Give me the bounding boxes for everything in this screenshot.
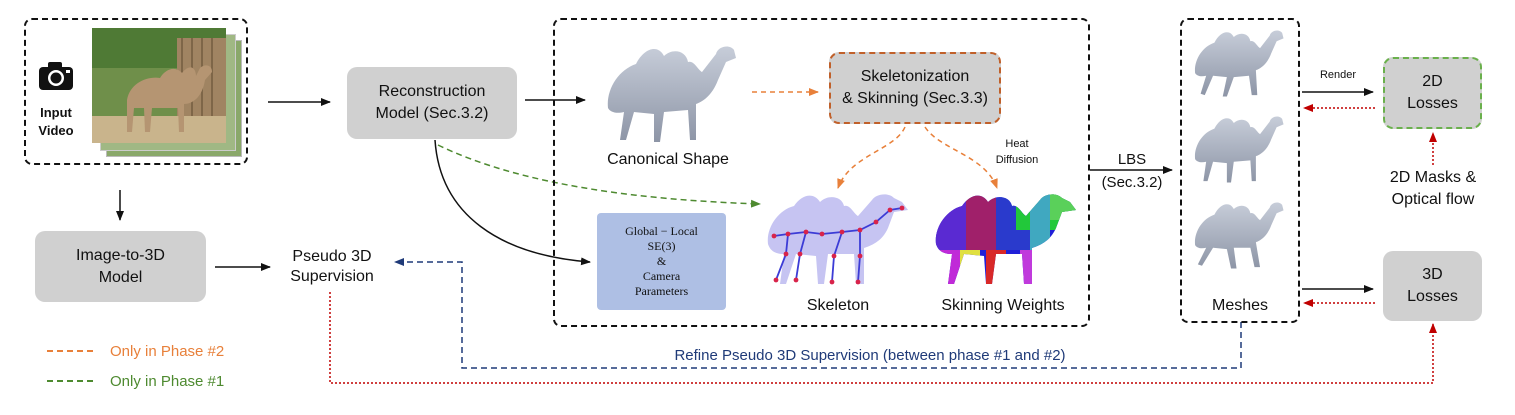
mesh-1	[1194, 30, 1284, 97]
render-label: Render	[1319, 69, 1357, 81]
params-line2: SE(3)	[647, 239, 676, 253]
meshes-box	[1180, 18, 1300, 323]
canonical-shape-mesh	[607, 46, 736, 142]
refine-label: Refine Pseudo 3D Supervision (between ph…	[674, 347, 1066, 364]
input-label-line1: Input	[40, 105, 72, 120]
params-line4: Camera	[642, 269, 681, 283]
meshes-label: Meshes	[1211, 297, 1269, 314]
image-to-3d-line2: Model	[98, 268, 143, 286]
input-label-line2: Video	[38, 123, 74, 138]
params-line5: Parameters	[634, 284, 689, 298]
legend-phase1-label: Only in Phase #1	[110, 373, 225, 390]
skeletonization-box: Skeletonization & Skinning (Sec.3.3)	[829, 52, 1001, 124]
camera-params-box: Global − Local SE(3) & Camera Parameters	[597, 213, 726, 310]
mesh-2	[1194, 116, 1284, 183]
camera-icon	[39, 62, 73, 90]
pseudo-3d-line2: Supervision	[290, 268, 374, 285]
pseudo-3d-line1: Pseudo 3D	[292, 248, 372, 265]
mesh-3	[1194, 202, 1284, 269]
losses-3d-line2: Losses	[1407, 288, 1458, 305]
params-line1: Global − Local	[625, 224, 698, 238]
losses-3d-line1: 3D	[1422, 266, 1443, 283]
lbs-line1: LBS	[1117, 151, 1147, 168]
reconstruction-line2: Model (Sec.3.2)	[375, 105, 489, 122]
heat-diffusion-line2: Diffusion	[995, 154, 1039, 166]
image-to-3d-model-box: Image-to-3D Model	[35, 231, 206, 302]
arrow-skeletonization-to-skeleton	[837, 126, 906, 189]
losses-3d-box: 3D Losses	[1383, 251, 1482, 321]
losses-2d-line2: Losses	[1407, 95, 1458, 112]
input-video-box	[24, 18, 248, 165]
skeletonization-line1: Skeletonization	[860, 68, 970, 85]
video-frame-camel-photo	[92, 28, 226, 143]
lbs-line2: (Sec.3.2)	[1101, 174, 1163, 191]
skinning-weights-figure	[935, 194, 1077, 285]
arrow-reconstruction-to-params	[434, 139, 591, 266]
arrow-skeletonization-to-skinning	[924, 126, 998, 189]
losses-2d-line1: 2D	[1422, 73, 1443, 90]
heat-diffusion-line1: Heat	[1005, 138, 1029, 150]
reconstruction-model-box: Reconstruction Model (Sec.3.2)	[347, 67, 517, 139]
skeletonization-line2: & Skinning (Sec.3.3)	[842, 90, 988, 107]
skeleton-label: Skeleton	[806, 297, 870, 314]
params-line3: &	[656, 254, 667, 268]
masks-flow-line2: Optical flow	[1391, 191, 1475, 208]
arrow-pseudo-to-3dlosses	[329, 292, 1437, 384]
losses-2d-box: 2D Losses	[1383, 57, 1482, 129]
legend-phase2-label: Only in Phase #2	[110, 343, 225, 360]
skinning-weights-label: Skinning Weights	[941, 297, 1065, 314]
image-to-3d-line1: Image-to-3D	[76, 246, 165, 264]
canonical-shape-label: Canonical Shape	[607, 151, 729, 168]
canonical-region-box	[553, 18, 1090, 327]
reconstruction-line1: Reconstruction	[378, 83, 486, 100]
arrow-refine-pseudo	[394, 258, 1242, 369]
arrow-reconstruction-to-skeleton-phase1	[437, 144, 761, 208]
skeleton-figure	[767, 194, 908, 285]
masks-flow-line1: 2D Masks &	[1389, 169, 1477, 186]
